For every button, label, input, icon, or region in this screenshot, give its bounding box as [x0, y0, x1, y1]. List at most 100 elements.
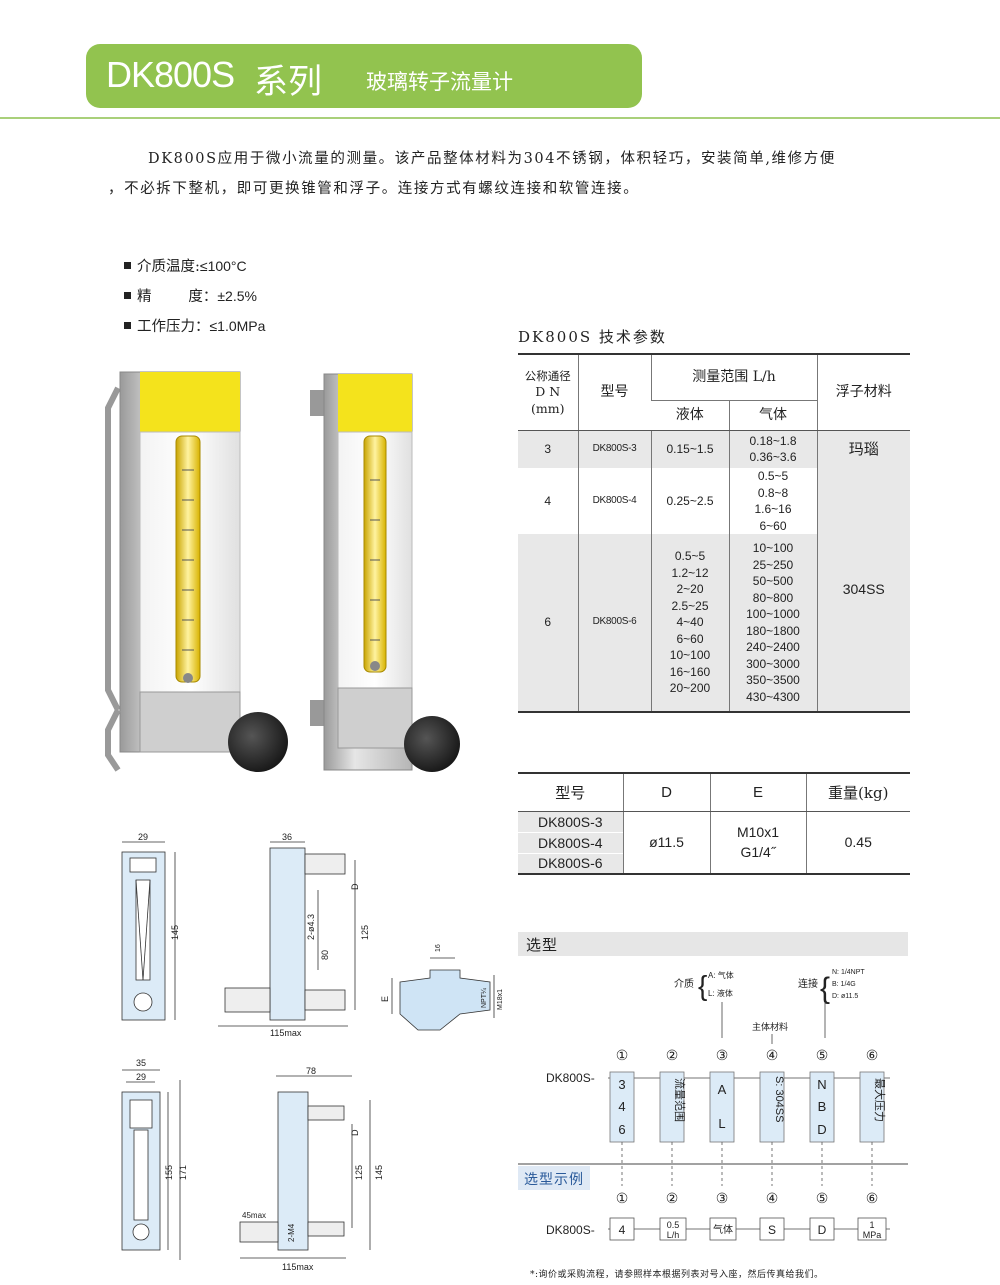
- svg-text:③: ③: [716, 1190, 729, 1206]
- svg-text:N: 1/4NPT: N: 1/4NPT: [832, 969, 865, 976]
- dim-label: 145: [170, 925, 180, 940]
- yellow-label: [140, 372, 240, 432]
- dim-label: 80: [320, 950, 330, 960]
- option-box: [809, 1071, 835, 1143]
- svg-text:④: ④: [766, 1047, 779, 1063]
- medium-label: 介质: [674, 978, 694, 990]
- header-model: DK800S: [106, 54, 235, 95]
- spec-list: 介质温度:≤100°C 精 度：±2.5% 工作压力：≤1.0MPa: [124, 254, 265, 344]
- example-prefix-label: DK800S-: [546, 1223, 595, 1237]
- svg-text:MPa: MPa: [863, 1230, 882, 1240]
- dim-label: 29: [136, 1072, 146, 1082]
- conn-label: 连接: [798, 977, 818, 990]
- svg-text:②: ②: [666, 1190, 679, 1206]
- svg-text:最大压力: 最大压力: [873, 1078, 887, 1122]
- intro-paragraph: DK800S应用于微小流量的测量。该产品整体材料为304不锈钢，体积轻巧，安装简…: [108, 144, 924, 204]
- dim-label: 36: [282, 832, 292, 842]
- header-weight: 重量(kg): [805, 773, 910, 812]
- svg-text:D: D: [817, 1122, 826, 1137]
- svg-text:A: A: [718, 1082, 727, 1097]
- dim-label: 115max: [282, 1262, 314, 1272]
- svg-text:⑤: ⑤: [816, 1047, 829, 1063]
- header-divider: [0, 117, 1000, 119]
- header-e: E: [709, 773, 806, 812]
- dim-label: 35: [136, 1058, 146, 1068]
- table-cell-d: ø11.5: [622, 811, 710, 874]
- product-photo: [105, 371, 460, 772]
- dim-label: 145: [374, 1165, 384, 1180]
- yellow-label: [338, 374, 412, 432]
- svg-text:流量范围: 流量范围: [673, 1078, 687, 1122]
- svg-text:S: 304SS: S: 304SS: [773, 1076, 785, 1122]
- svg-text:⑤: ⑤: [816, 1190, 829, 1206]
- dim-label: NPT¼: [481, 988, 488, 1008]
- bullet-square-icon: [124, 322, 131, 329]
- svg-text:4: 4: [619, 1223, 626, 1237]
- svg-text:①: ①: [616, 1047, 629, 1063]
- dim-label: 29: [138, 832, 148, 842]
- header-float: 浮子材料: [816, 354, 910, 431]
- svg-text:A: 气体: A: 气体: [708, 970, 734, 980]
- svg-text:N: N: [817, 1077, 826, 1092]
- dim-label: D: [350, 1129, 360, 1136]
- header-model: 型号: [518, 773, 623, 812]
- dim-label: 125: [354, 1165, 364, 1180]
- header-d: D: [622, 773, 710, 812]
- drawing-fitting: [391, 957, 495, 1031]
- body-material-label: 主体材料: [752, 1021, 788, 1032]
- option-box: [859, 1071, 885, 1143]
- svg-text:1: 1: [869, 1220, 874, 1230]
- header-liquid: 液体: [651, 400, 729, 431]
- table-cell-model: DK800S-4: [518, 831, 623, 853]
- svg-text:{: {: [698, 970, 707, 1001]
- svg-text:B: B: [818, 1099, 827, 1114]
- header-model: 型号: [577, 354, 651, 431]
- drawing-side-small: [218, 841, 356, 1027]
- svg-text:D: ø11.5: D: ø11.5: [832, 993, 858, 1000]
- svg-text:④: ④: [766, 1190, 779, 1206]
- dim-label: 115max: [270, 1028, 302, 1038]
- dim-label: 78: [306, 1066, 316, 1076]
- dim-label: 2-M4: [287, 1223, 296, 1242]
- header-gas: 气体: [728, 400, 817, 431]
- selection-diagram: 介质 { A: 气体 L: 液体 连接 { N: 1/4NPT B: 1/4G …: [518, 969, 908, 1241]
- prefix-label: DK800S-: [546, 1071, 595, 1085]
- technical-drawings: 29 145 36 D 2-ø4.3 80 125 115max 16 E NP…: [121, 832, 504, 1272]
- svg-text:L/h: L/h: [667, 1230, 680, 1240]
- drawing-front-small: [121, 841, 176, 1021]
- header-banner: DK800S 系列 玻璃转子流量计: [86, 44, 642, 108]
- svg-text:{: {: [820, 972, 830, 1005]
- bullet-square-icon: [124, 262, 131, 269]
- svg-text:③: ③: [716, 1047, 729, 1063]
- selection-title-bar: 选型: [518, 932, 908, 956]
- svg-text:4: 4: [618, 1099, 625, 1114]
- dim-label: E: [380, 996, 390, 1002]
- svg-text:L: L: [718, 1116, 725, 1131]
- svg-text:0.5: 0.5: [667, 1220, 680, 1230]
- option-box: [709, 1071, 735, 1143]
- drawing-front-large: [121, 1069, 181, 1260]
- dim-label: 45max: [242, 1211, 266, 1220]
- dim-label: D: [350, 883, 360, 890]
- svg-text:6: 6: [618, 1122, 625, 1137]
- table-cell-model: DK800S-3: [518, 810, 623, 832]
- intro-line-1: DK800S应用于微小流量的测量。该产品整体材料为304不锈钢，体积轻巧，安装简…: [148, 151, 836, 167]
- svg-text:S: S: [768, 1223, 776, 1237]
- option-box: [759, 1071, 785, 1143]
- dim-label: 155: [164, 1165, 174, 1180]
- spec-item: 工作压力：≤1.0MPa: [124, 314, 265, 344]
- valve-knob-icon: [228, 712, 288, 772]
- bullet-square-icon: [124, 292, 131, 299]
- dim-label: 125: [360, 925, 370, 940]
- svg-text:①: ①: [616, 1190, 629, 1206]
- header-series: 系列: [254, 62, 322, 102]
- valve-knob-icon: [404, 716, 460, 772]
- dim-label: 16: [435, 944, 442, 952]
- svg-text:②: ②: [666, 1047, 679, 1063]
- svg-text:B: 1/4G: B: 1/4G: [832, 981, 856, 988]
- option-box: [609, 1071, 635, 1143]
- table-cell-weight: 0.45: [805, 811, 910, 874]
